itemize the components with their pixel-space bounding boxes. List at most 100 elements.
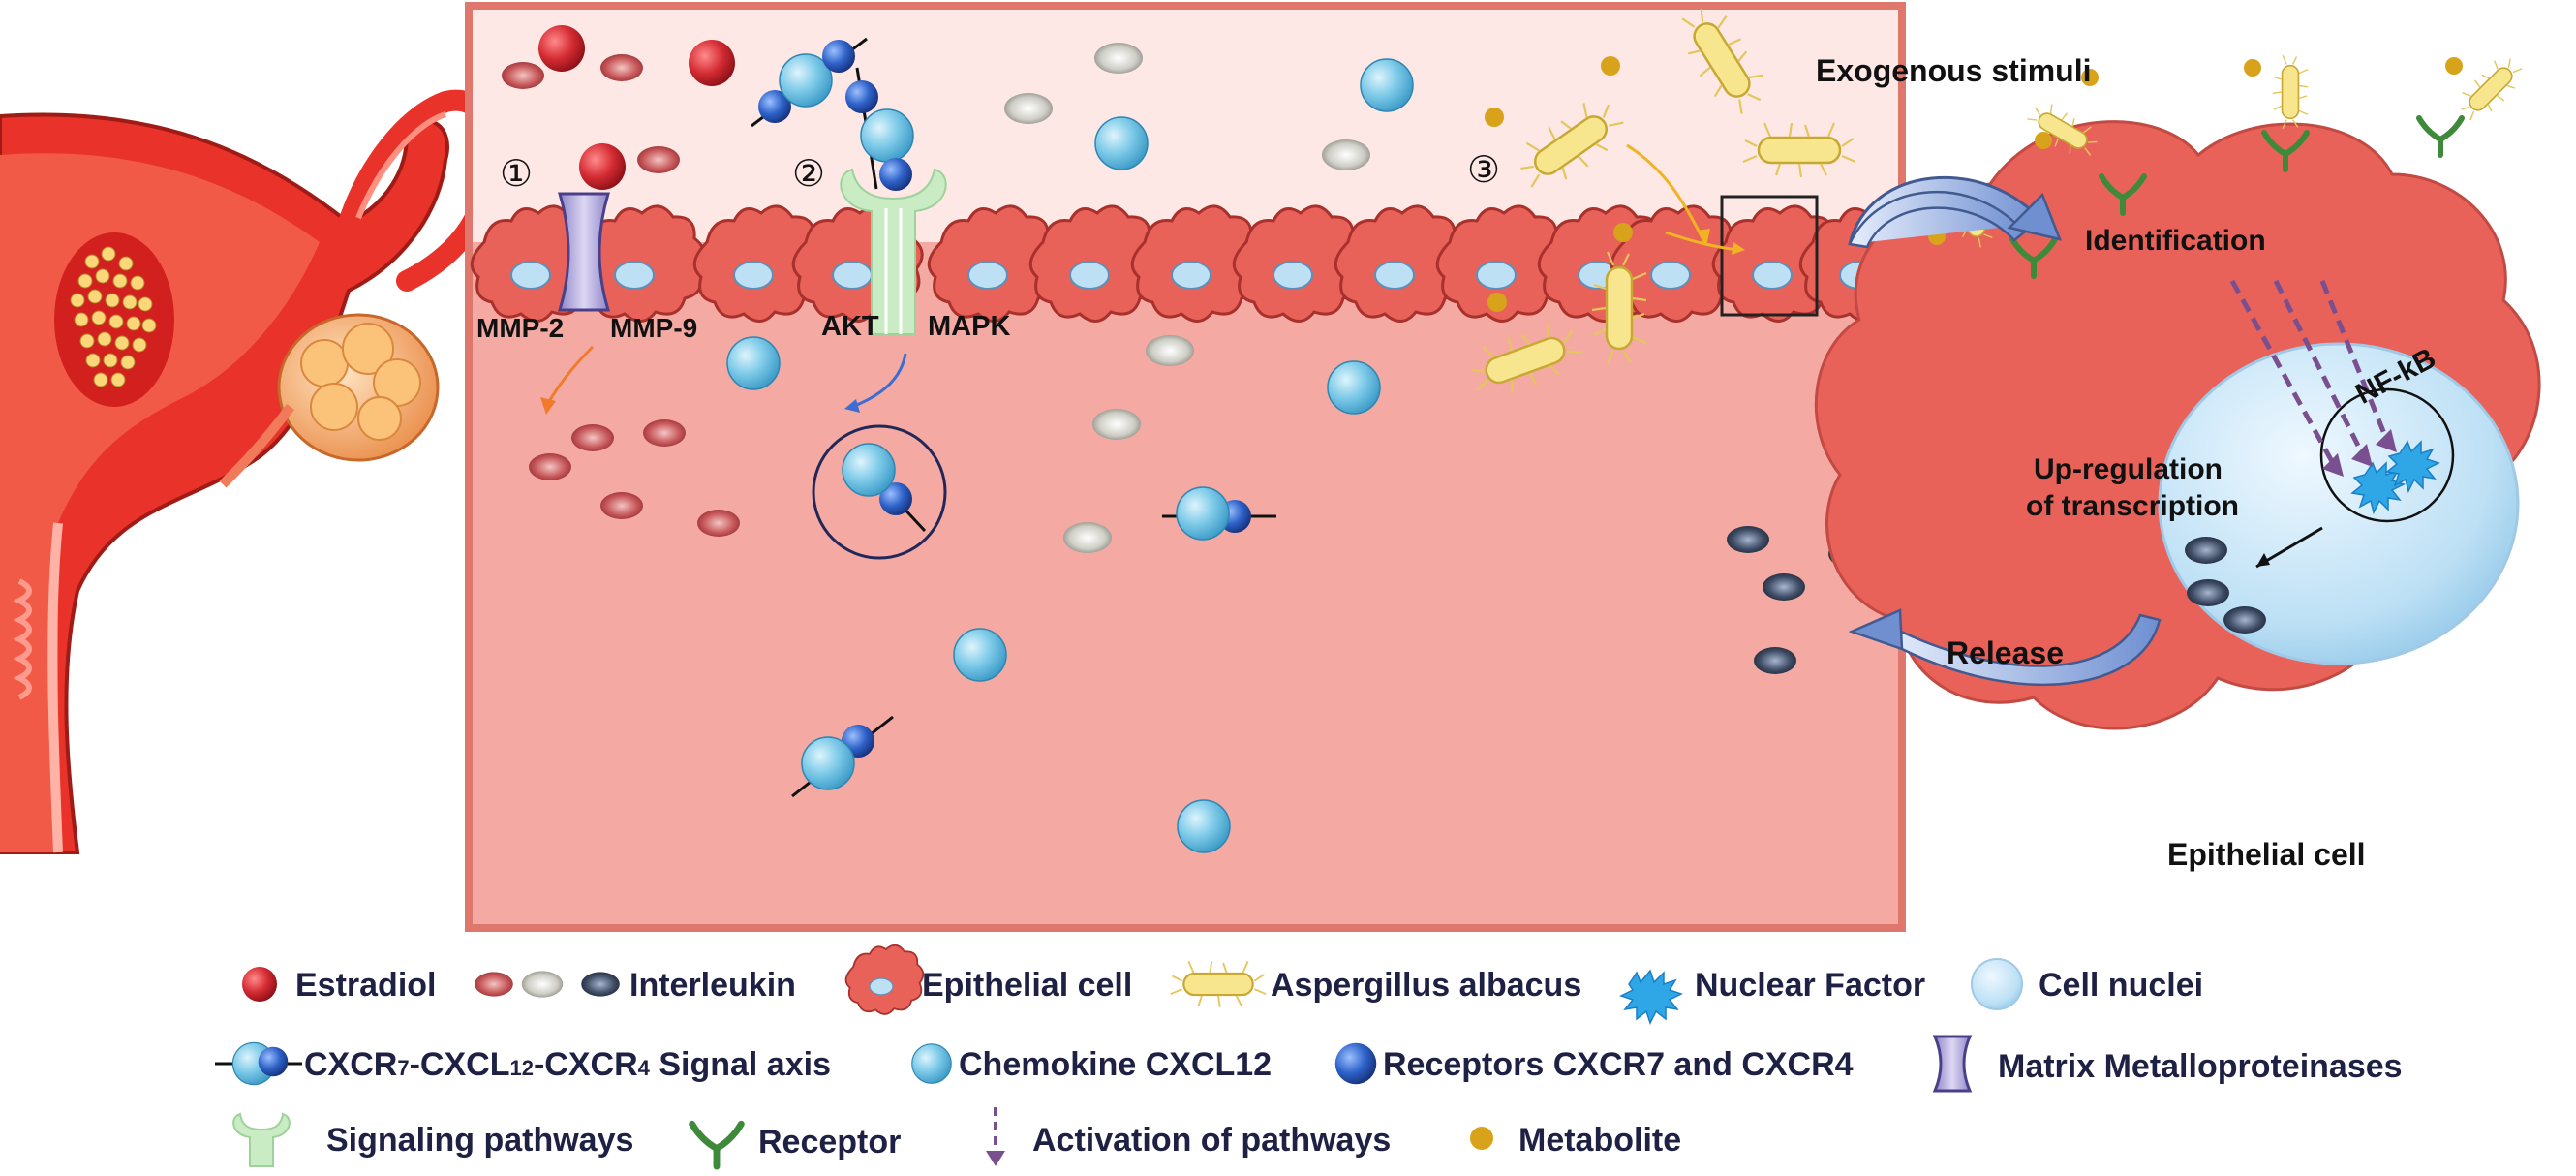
chemokine-molecule — [860, 108, 914, 163]
chemokine-molecule — [1177, 799, 1231, 853]
interleukin-gray — [1063, 522, 1112, 553]
highlighted-cell-box — [1720, 195, 1819, 317]
metabolite-dots — [1485, 56, 1633, 312]
estradiol-molecule — [538, 25, 585, 72]
legend-receptors: Receptors CXCR7 and CXCR4 — [1383, 1046, 1854, 1083]
legend-activation: Activation of pathways — [1032, 1122, 1391, 1159]
interleukin-gray — [1092, 409, 1141, 440]
mmp-icon — [1932, 1035, 1973, 1093]
release-label: Release — [1947, 635, 2064, 670]
activation-arrows — [2229, 279, 2390, 467]
chemokine-molecule — [1176, 486, 1230, 541]
nuclear-factor-legend-icon — [1619, 969, 1683, 1025]
epithelial-cell-icon — [844, 944, 925, 1015]
interleukin-dark — [1763, 573, 1805, 601]
chemokine-molecule — [726, 336, 781, 390]
cell-nucleus — [2158, 342, 2520, 665]
interleukin-gray-icon — [521, 971, 564, 998]
interleukin-red — [529, 453, 571, 480]
interleukin-dark — [1727, 526, 1769, 553]
receptor-legend-icon — [692, 1124, 742, 1166]
akt-label: AKT — [821, 311, 879, 342]
legend-mmp: Matrix Metalloproteinases — [1998, 1048, 2403, 1085]
mapk-label: MAPK — [928, 311, 1010, 342]
cell-panel-labels: Exogenous stimuli Identification NF-kB U… — [1816, 53, 2441, 872]
upregulation-label-1: Up-regulation — [2034, 453, 2223, 485]
legend-epithelial: Epithelial cell — [922, 967, 1132, 1004]
identification-arrow — [1848, 175, 2063, 249]
interleukin-red — [502, 62, 544, 89]
interleukin-dark — [2187, 579, 2229, 606]
legend-metabolite: Metabolite — [1518, 1122, 1681, 1159]
release-arrow — [1848, 608, 2162, 687]
estradiol-icon — [242, 967, 277, 1002]
interleukin-gray — [1094, 43, 1143, 74]
legend-receptor: Receptor — [758, 1124, 901, 1161]
activation-legend-icon — [986, 1107, 1005, 1166]
chemokine-icon — [911, 1043, 952, 1084]
interleukin-red — [600, 492, 643, 519]
release-arrows-small — [540, 345, 907, 415]
signal-axis-legend-icon — [215, 1041, 302, 1086]
step-2-label: ② — [792, 152, 825, 195]
interleukin-red — [571, 424, 614, 451]
panel-labels: ① ② ③ MMP-2 MMP-9 AKT MAPK — [476, 148, 1500, 343]
chemokine-molecule — [953, 628, 1007, 682]
legend-chemokine: Chemokine CXCL12 — [959, 1046, 1272, 1083]
chemokine-molecule — [801, 736, 855, 790]
mmp-channel — [557, 192, 611, 312]
chemokine-molecule — [1360, 58, 1414, 112]
interleukin-red — [697, 510, 740, 537]
interleukin-gray — [1322, 139, 1370, 170]
legend: Estradiol Interleukin Epithelial cell As… — [215, 944, 2403, 1167]
uterus-illustration — [0, 89, 503, 854]
nuclear-factor-icon — [2350, 440, 2440, 515]
identification-label: Identification — [2085, 225, 2266, 257]
interleukin-gray — [1146, 335, 1194, 366]
epithelial-cell-large — [1814, 49, 2541, 730]
receptors-icon — [1334, 1042, 1377, 1085]
legend-estradiol: Estradiol — [295, 967, 436, 1004]
interleukin-dark-icon — [581, 972, 620, 997]
exogenous-stimuli-label: Exogenous stimuli — [1816, 53, 2091, 88]
metabolite-icon — [1470, 1127, 1493, 1150]
epithelial-cell-label: Epithelial cell — [2167, 837, 2366, 872]
step-1-label: ① — [500, 152, 533, 195]
interleukin-red — [600, 54, 643, 81]
tissue-panel — [465, 2, 1906, 932]
nf-kb-circle — [2319, 387, 2455, 523]
legend-signaling: Signaling pathways — [326, 1122, 633, 1159]
signaling-pathway-receptor — [840, 168, 947, 335]
interleukin-dark — [2223, 606, 2266, 634]
legend-aspergillus: Aspergillus albacus — [1271, 967, 1581, 1004]
interleukin-red — [637, 146, 680, 173]
receptor-icon — [2419, 118, 2462, 155]
interleukin-gray — [1004, 93, 1053, 124]
aspergillus-fungus — [2451, 49, 2530, 129]
upregulation-label-2: of transcription — [2026, 490, 2239, 522]
interleukin-red-icon — [475, 972, 513, 997]
interleukin-red — [643, 419, 686, 447]
step-3-label: ③ — [1467, 148, 1500, 191]
cell-nuclei-icon — [1971, 958, 2023, 1010]
signaling-pathway-icon — [232, 1112, 291, 1167]
signal-axis-circled — [812, 424, 947, 560]
legend-interleukin: Interleukin — [629, 967, 796, 1004]
interleukin-dark — [1754, 647, 1796, 674]
epithelial-layer — [470, 195, 1931, 324]
aspergillus-icon — [1169, 960, 1268, 1008]
legend-signal-axis: CXCR7-CXCL12-CXCR4 Signal axis — [304, 1046, 831, 1083]
fungi-group — [1461, 0, 1857, 407]
receptor-molecule — [879, 158, 912, 191]
legend-nuclear-factor: Nuclear Factor — [1695, 967, 1925, 1004]
receptor-molecule — [822, 40, 855, 73]
chemokine-molecule — [1094, 116, 1149, 170]
estradiol-molecule — [579, 143, 626, 190]
estradiol-molecule — [689, 40, 735, 86]
chemokine-molecule — [842, 443, 896, 497]
signal-axis-bottom — [791, 715, 894, 798]
mmp9-label: MMP-9 — [610, 313, 697, 343]
signal-axis-top — [751, 37, 914, 191]
legend-cell-nuclei: Cell nuclei — [2039, 967, 2203, 1004]
